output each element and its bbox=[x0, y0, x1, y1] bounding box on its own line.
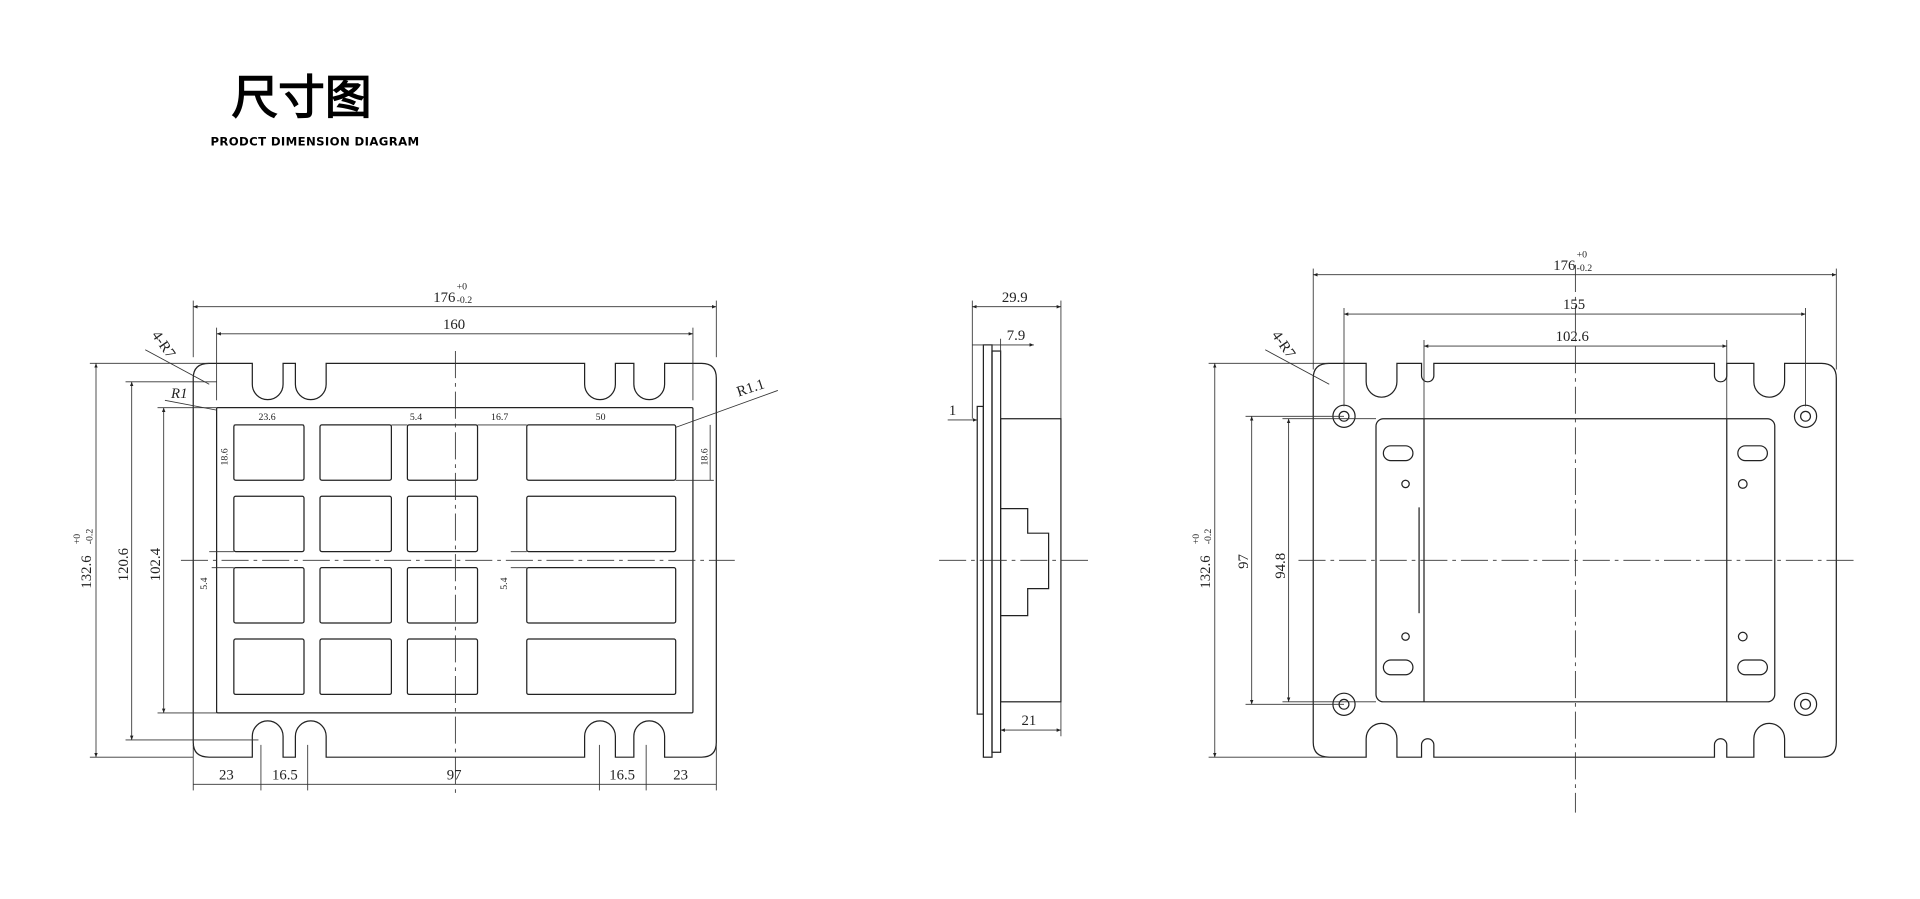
label-radius-key: R1.1 bbox=[735, 376, 767, 400]
back-plate-outline bbox=[1312, 362, 1837, 758]
dim-width-inner: 160 bbox=[443, 317, 465, 333]
dim-key-height: 18.6 bbox=[220, 448, 231, 465]
dim-bottom-4: 16.5 bbox=[609, 767, 635, 783]
back-view: 176 +0 -0.2 155 102.6 132.6 +0 -0.2 97 9… bbox=[1191, 249, 1859, 813]
label-radius-inner: R1 bbox=[170, 386, 187, 402]
keypad-key bbox=[406, 567, 479, 624]
dim-key-gap-2: 16.7 bbox=[491, 412, 508, 423]
keypad-key bbox=[526, 495, 677, 553]
dim-key-width: 23.6 bbox=[258, 412, 275, 423]
dim-height-3: 102.4 bbox=[148, 547, 164, 581]
dim-hole-vertical: 97 bbox=[1236, 554, 1252, 569]
dim-bracket-spacing: 102.6 bbox=[1556, 329, 1589, 345]
dim-width-total-back: 176 bbox=[1553, 258, 1575, 274]
tolerance-lower: -0.2 bbox=[1203, 529, 1214, 545]
label-corner-radius-back: 4-R7 bbox=[1268, 328, 1298, 361]
slots bbox=[1382, 445, 1769, 676]
keypad-key bbox=[319, 424, 393, 481]
tolerance-lower: -0.2 bbox=[84, 529, 95, 545]
dim-row-gap-mid: 5.4 bbox=[499, 577, 510, 589]
dim-depth-total: 29.9 bbox=[1002, 290, 1028, 306]
dim-bottom-1: 23 bbox=[219, 767, 234, 783]
front-view: 176 +0 -0.2 160 132.6 +0 -0.2 120.6 102.… bbox=[72, 281, 778, 795]
keypad-key bbox=[406, 638, 479, 696]
keypad-key bbox=[319, 638, 393, 696]
page-title: 尺寸图 bbox=[231, 72, 371, 126]
side-view: 29.9 7.9 1 21 bbox=[939, 290, 1093, 758]
label-corner-radius: 4-R7 bbox=[148, 328, 178, 361]
tolerance-upper: +0 bbox=[72, 534, 83, 545]
keypad-key bbox=[406, 424, 479, 481]
dim-key-wide: 50 bbox=[596, 412, 606, 423]
dim-depth-plate: 7.9 bbox=[1007, 328, 1025, 344]
keypad-key bbox=[233, 424, 305, 481]
keypad-key bbox=[526, 567, 677, 624]
dim-body-height: 94.8 bbox=[1273, 553, 1289, 579]
page-subtitle: PRODCT DIMENSION DIAGRAM bbox=[210, 134, 419, 148]
keypad-key bbox=[233, 567, 305, 624]
dim-key-height-right: 18.6 bbox=[700, 448, 711, 465]
dim-bottom-3: 97 bbox=[447, 767, 462, 783]
keypad-key bbox=[319, 567, 393, 624]
tolerance-lower: -0.2 bbox=[457, 295, 473, 306]
keypad-key bbox=[233, 638, 305, 696]
keypad-key bbox=[526, 638, 677, 696]
side-plate bbox=[982, 344, 993, 758]
dim-row-gap-left: 5.4 bbox=[199, 577, 210, 589]
dim-plate-thickness: 1 bbox=[949, 403, 956, 419]
tolerance-upper: +0 bbox=[1191, 534, 1202, 545]
keypad-key bbox=[526, 424, 677, 481]
dim-height-total-back: 132.6 bbox=[1198, 555, 1214, 588]
dim-bottom-2: 16.5 bbox=[272, 767, 298, 783]
tolerance-upper: +0 bbox=[1577, 249, 1588, 260]
tolerance-upper: +0 bbox=[457, 281, 468, 292]
dim-key-gap: 5.4 bbox=[410, 412, 422, 423]
dim-body-depth: 21 bbox=[1022, 713, 1037, 729]
keypad-key bbox=[319, 495, 393, 553]
key-grid bbox=[233, 424, 677, 696]
dim-hole-spacing: 155 bbox=[1563, 297, 1585, 313]
keypad-key bbox=[406, 495, 479, 553]
tolerance-lower: -0.2 bbox=[1577, 263, 1593, 274]
dim-height-total: 132.6 bbox=[79, 555, 95, 588]
dim-height-2: 120.6 bbox=[116, 548, 132, 581]
dim-width-total: 176 bbox=[433, 290, 455, 306]
keypad-key bbox=[233, 495, 305, 553]
front-plate-outline bbox=[192, 362, 717, 758]
dim-bottom-5: 23 bbox=[673, 767, 688, 783]
